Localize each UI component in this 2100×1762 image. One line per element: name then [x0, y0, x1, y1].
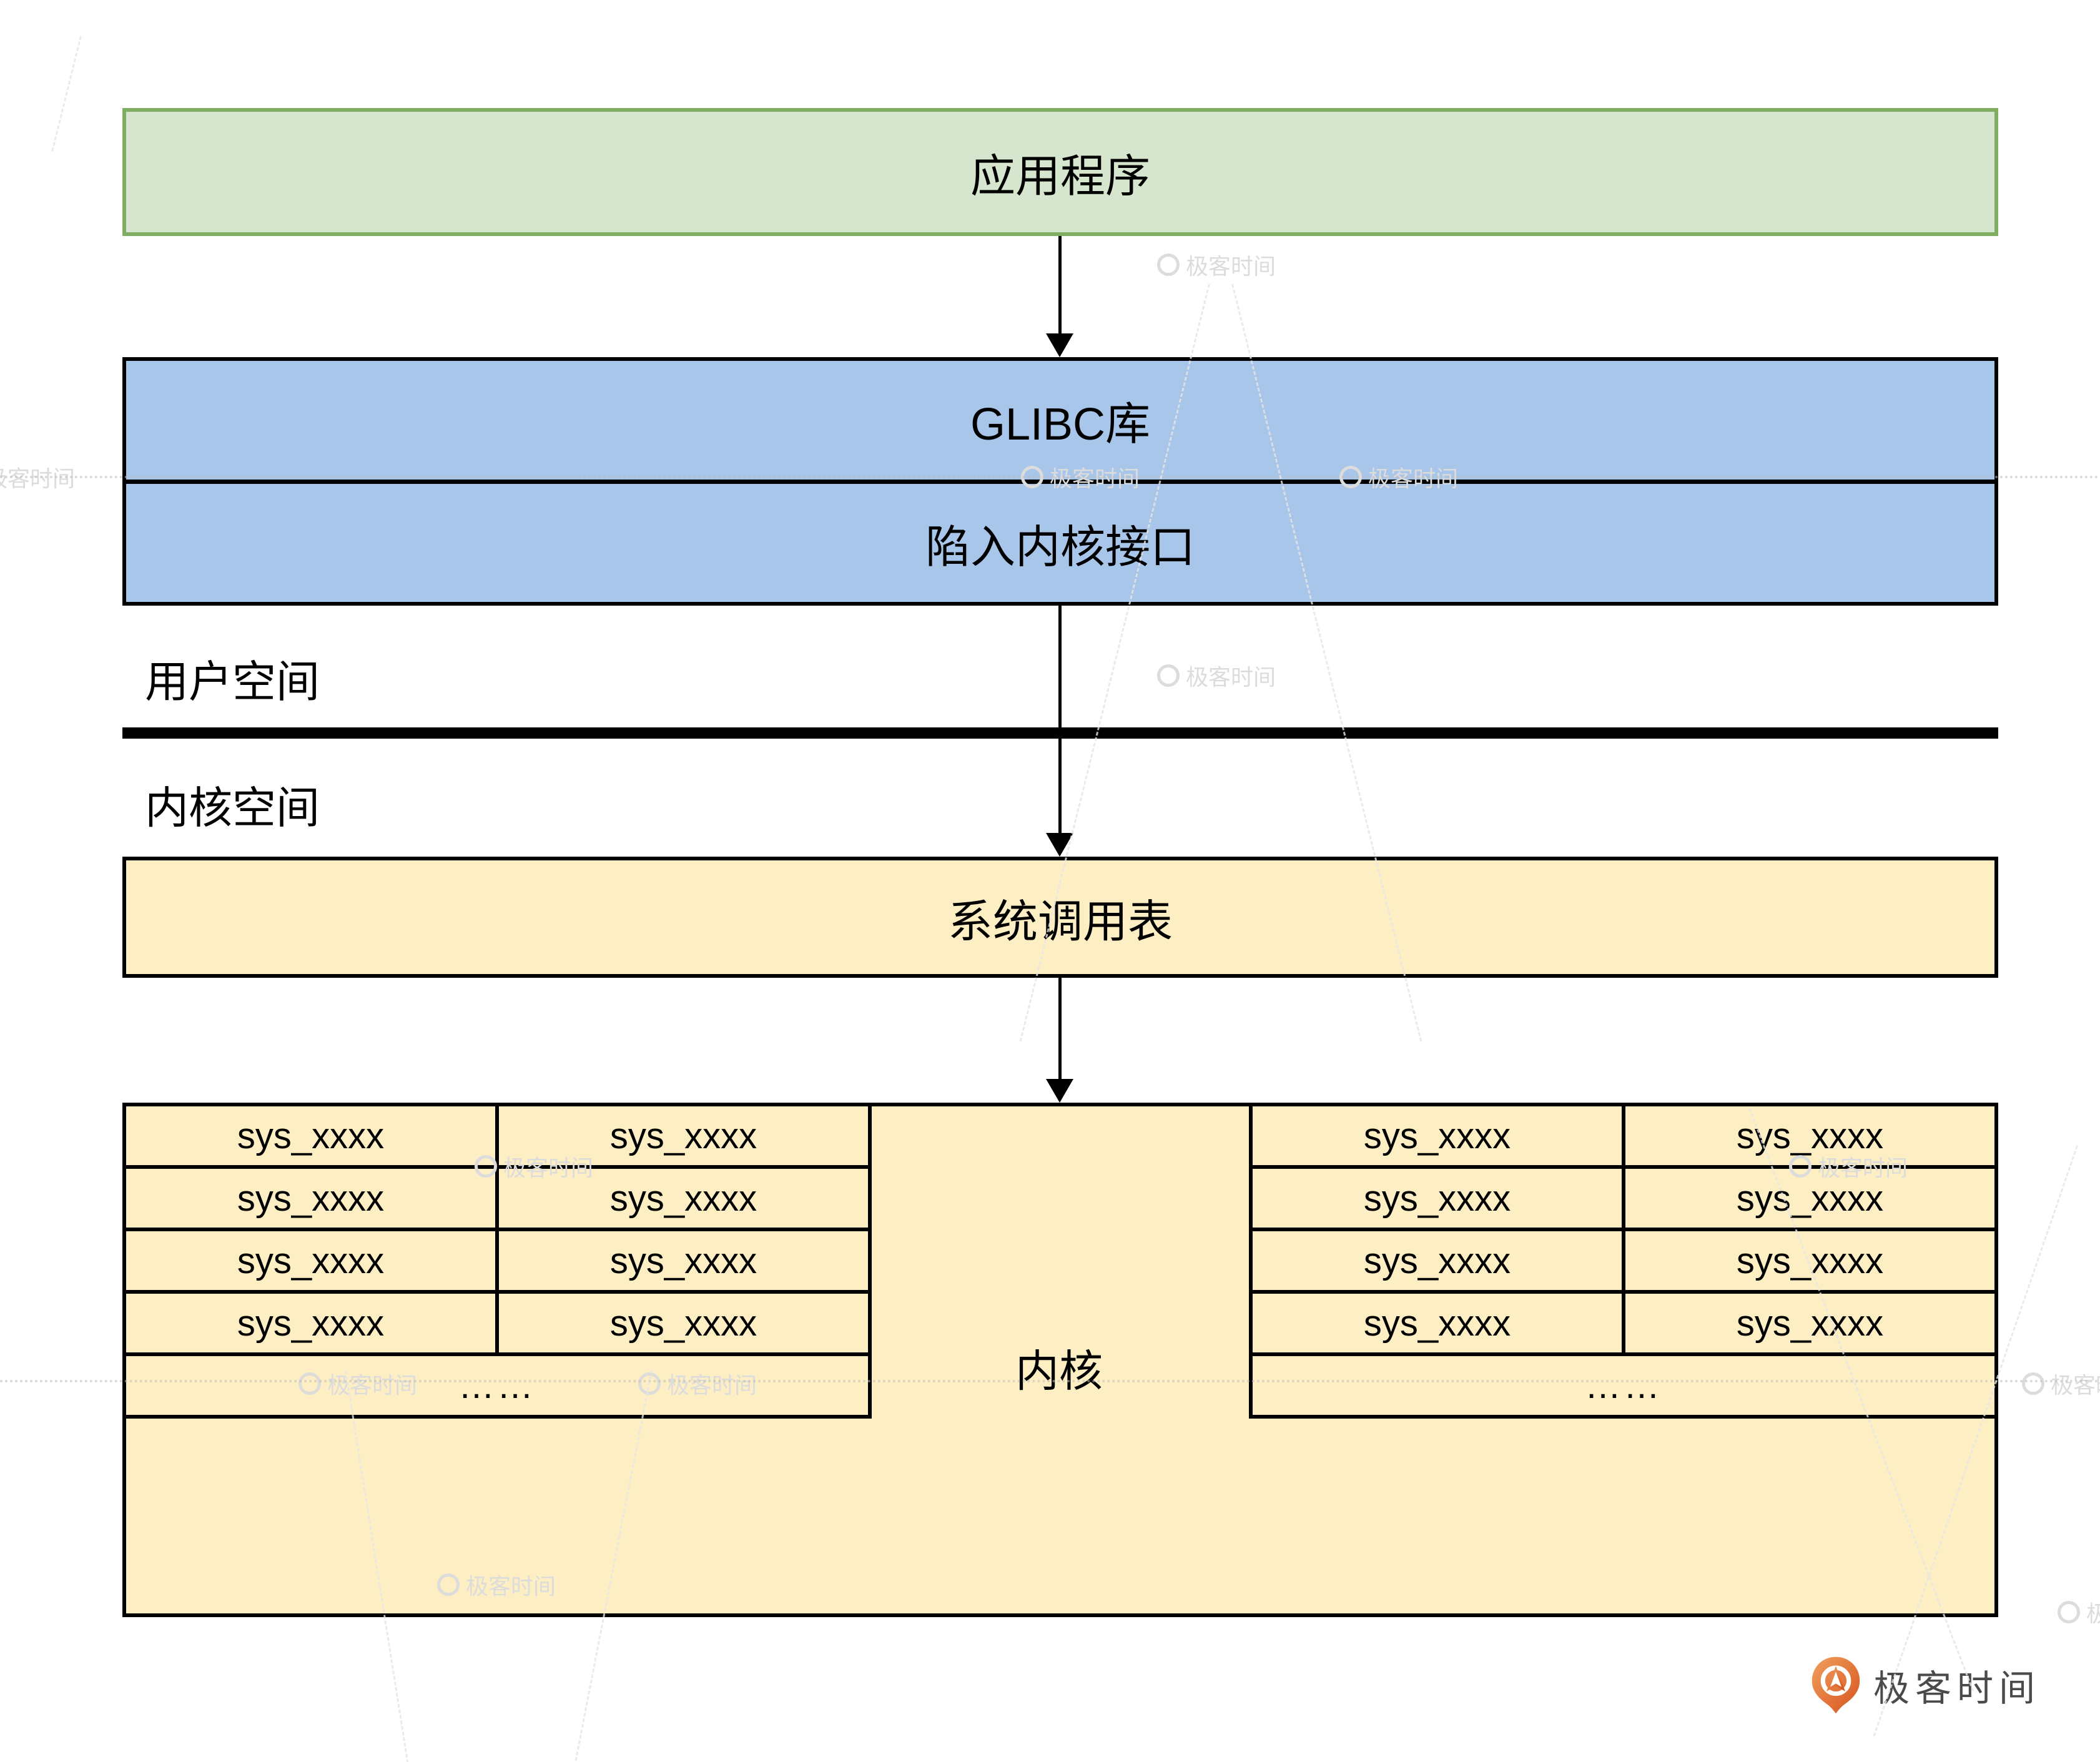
glibc-box-label: GLIBC库: [970, 400, 1151, 450]
sys-entry-cell: sys_xxxx: [1625, 1169, 1994, 1228]
syscall-table-box: 系统调用表: [122, 857, 1998, 978]
watermark-text: 极客时间: [2086, 1601, 2100, 1627]
watermark-text: 极客时间: [1186, 253, 1276, 279]
watermark-logo-icon: [1157, 664, 1180, 687]
brand-watermark: 极客时间: [0, 461, 75, 493]
arrow-app-to-glibc: [1046, 236, 1073, 357]
glibc-box: GLIBC库: [126, 361, 1994, 480]
geektime-logo-text: 极客时间: [1873, 1668, 2041, 1709]
arrow-head-icon: [1046, 1079, 1073, 1103]
glibc-stack-box: GLIBC库 陷入内核接口: [122, 357, 1998, 606]
watermark-text: 极客时间: [2051, 1372, 2100, 1398]
sys-entry-cell: sys_xxxx: [499, 1169, 868, 1228]
watermark-dashed-line: [51, 36, 82, 152]
brand-watermark: 极客时间: [1157, 249, 1276, 281]
glibc-trap-divider: [126, 479, 1994, 484]
sys-entry-cell: sys_xxxx: [1253, 1294, 1622, 1352]
sys-entry-cell: sys_xxxx: [126, 1106, 495, 1165]
sys-entry-cell: sys_xxxx: [1253, 1169, 1622, 1228]
application-box: 应用程序: [122, 108, 1998, 236]
brand-watermark: 极客时间: [2058, 1596, 2100, 1628]
sys-entry-cell: sys_xxxx: [499, 1294, 868, 1352]
geektime-logo-icon: [1812, 1656, 1860, 1714]
sys-entry-cell: sys_xxxx: [1625, 1106, 1994, 1165]
kernel-area-label: 内核: [1015, 1347, 1103, 1395]
watermark-logo-icon: [2058, 1601, 2080, 1623]
sys-entry-cell: sys_xxxx: [126, 1294, 495, 1352]
arrow-syscall-table-to-kernel: [1046, 978, 1073, 1103]
arrow-shaft: [1058, 606, 1062, 833]
watermark-logo-icon: [2022, 1372, 2044, 1395]
arrow-head-icon: [1046, 833, 1073, 857]
arrow-shaft: [1058, 978, 1062, 1079]
watermark-text: 极客时间: [1186, 664, 1276, 690]
sys-entry-cell: sys_xxxx: [126, 1169, 495, 1228]
sys-entry-cell: sys_xxxx: [1253, 1106, 1622, 1165]
sys-entry-cell: sys_xxxx: [499, 1106, 868, 1165]
geektime-logo: 极客时间: [1811, 1656, 2041, 1715]
sys-entry-cell: sys_xxxx: [126, 1231, 495, 1290]
application-box-label: 应用程序: [970, 152, 1150, 202]
watermark-logo-icon: [1157, 253, 1180, 276]
sys-more-cell: ……: [1253, 1356, 1994, 1415]
brand-watermark: 极客时间: [1157, 659, 1276, 692]
trap-kernel-interface-box: 陷入内核接口: [126, 484, 1994, 603]
arrow-trap-to-syscall-table: [1046, 606, 1073, 857]
sys-entry-cell: sys_xxxx: [1625, 1294, 1994, 1352]
sys-entry-cell: sys_xxxx: [499, 1231, 868, 1290]
trap-box-label: 陷入内核接口: [925, 522, 1195, 573]
arrow-shaft: [1058, 236, 1062, 333]
kernel-space-label: 内核空间: [145, 784, 320, 832]
syscall-table-box-label: 系统调用表: [947, 897, 1173, 947]
watermark-text: 极客时间: [0, 466, 76, 491]
arrow-head-icon: [1046, 333, 1073, 357]
brand-watermark: 极客时间: [2022, 1367, 2100, 1400]
sys-entry-cell: sys_xxxx: [1625, 1231, 1994, 1290]
user-space-label: 用户空间: [145, 657, 320, 706]
sys-more-cell: ……: [126, 1356, 868, 1415]
sys-entry-cell: sys_xxxx: [1253, 1231, 1622, 1290]
